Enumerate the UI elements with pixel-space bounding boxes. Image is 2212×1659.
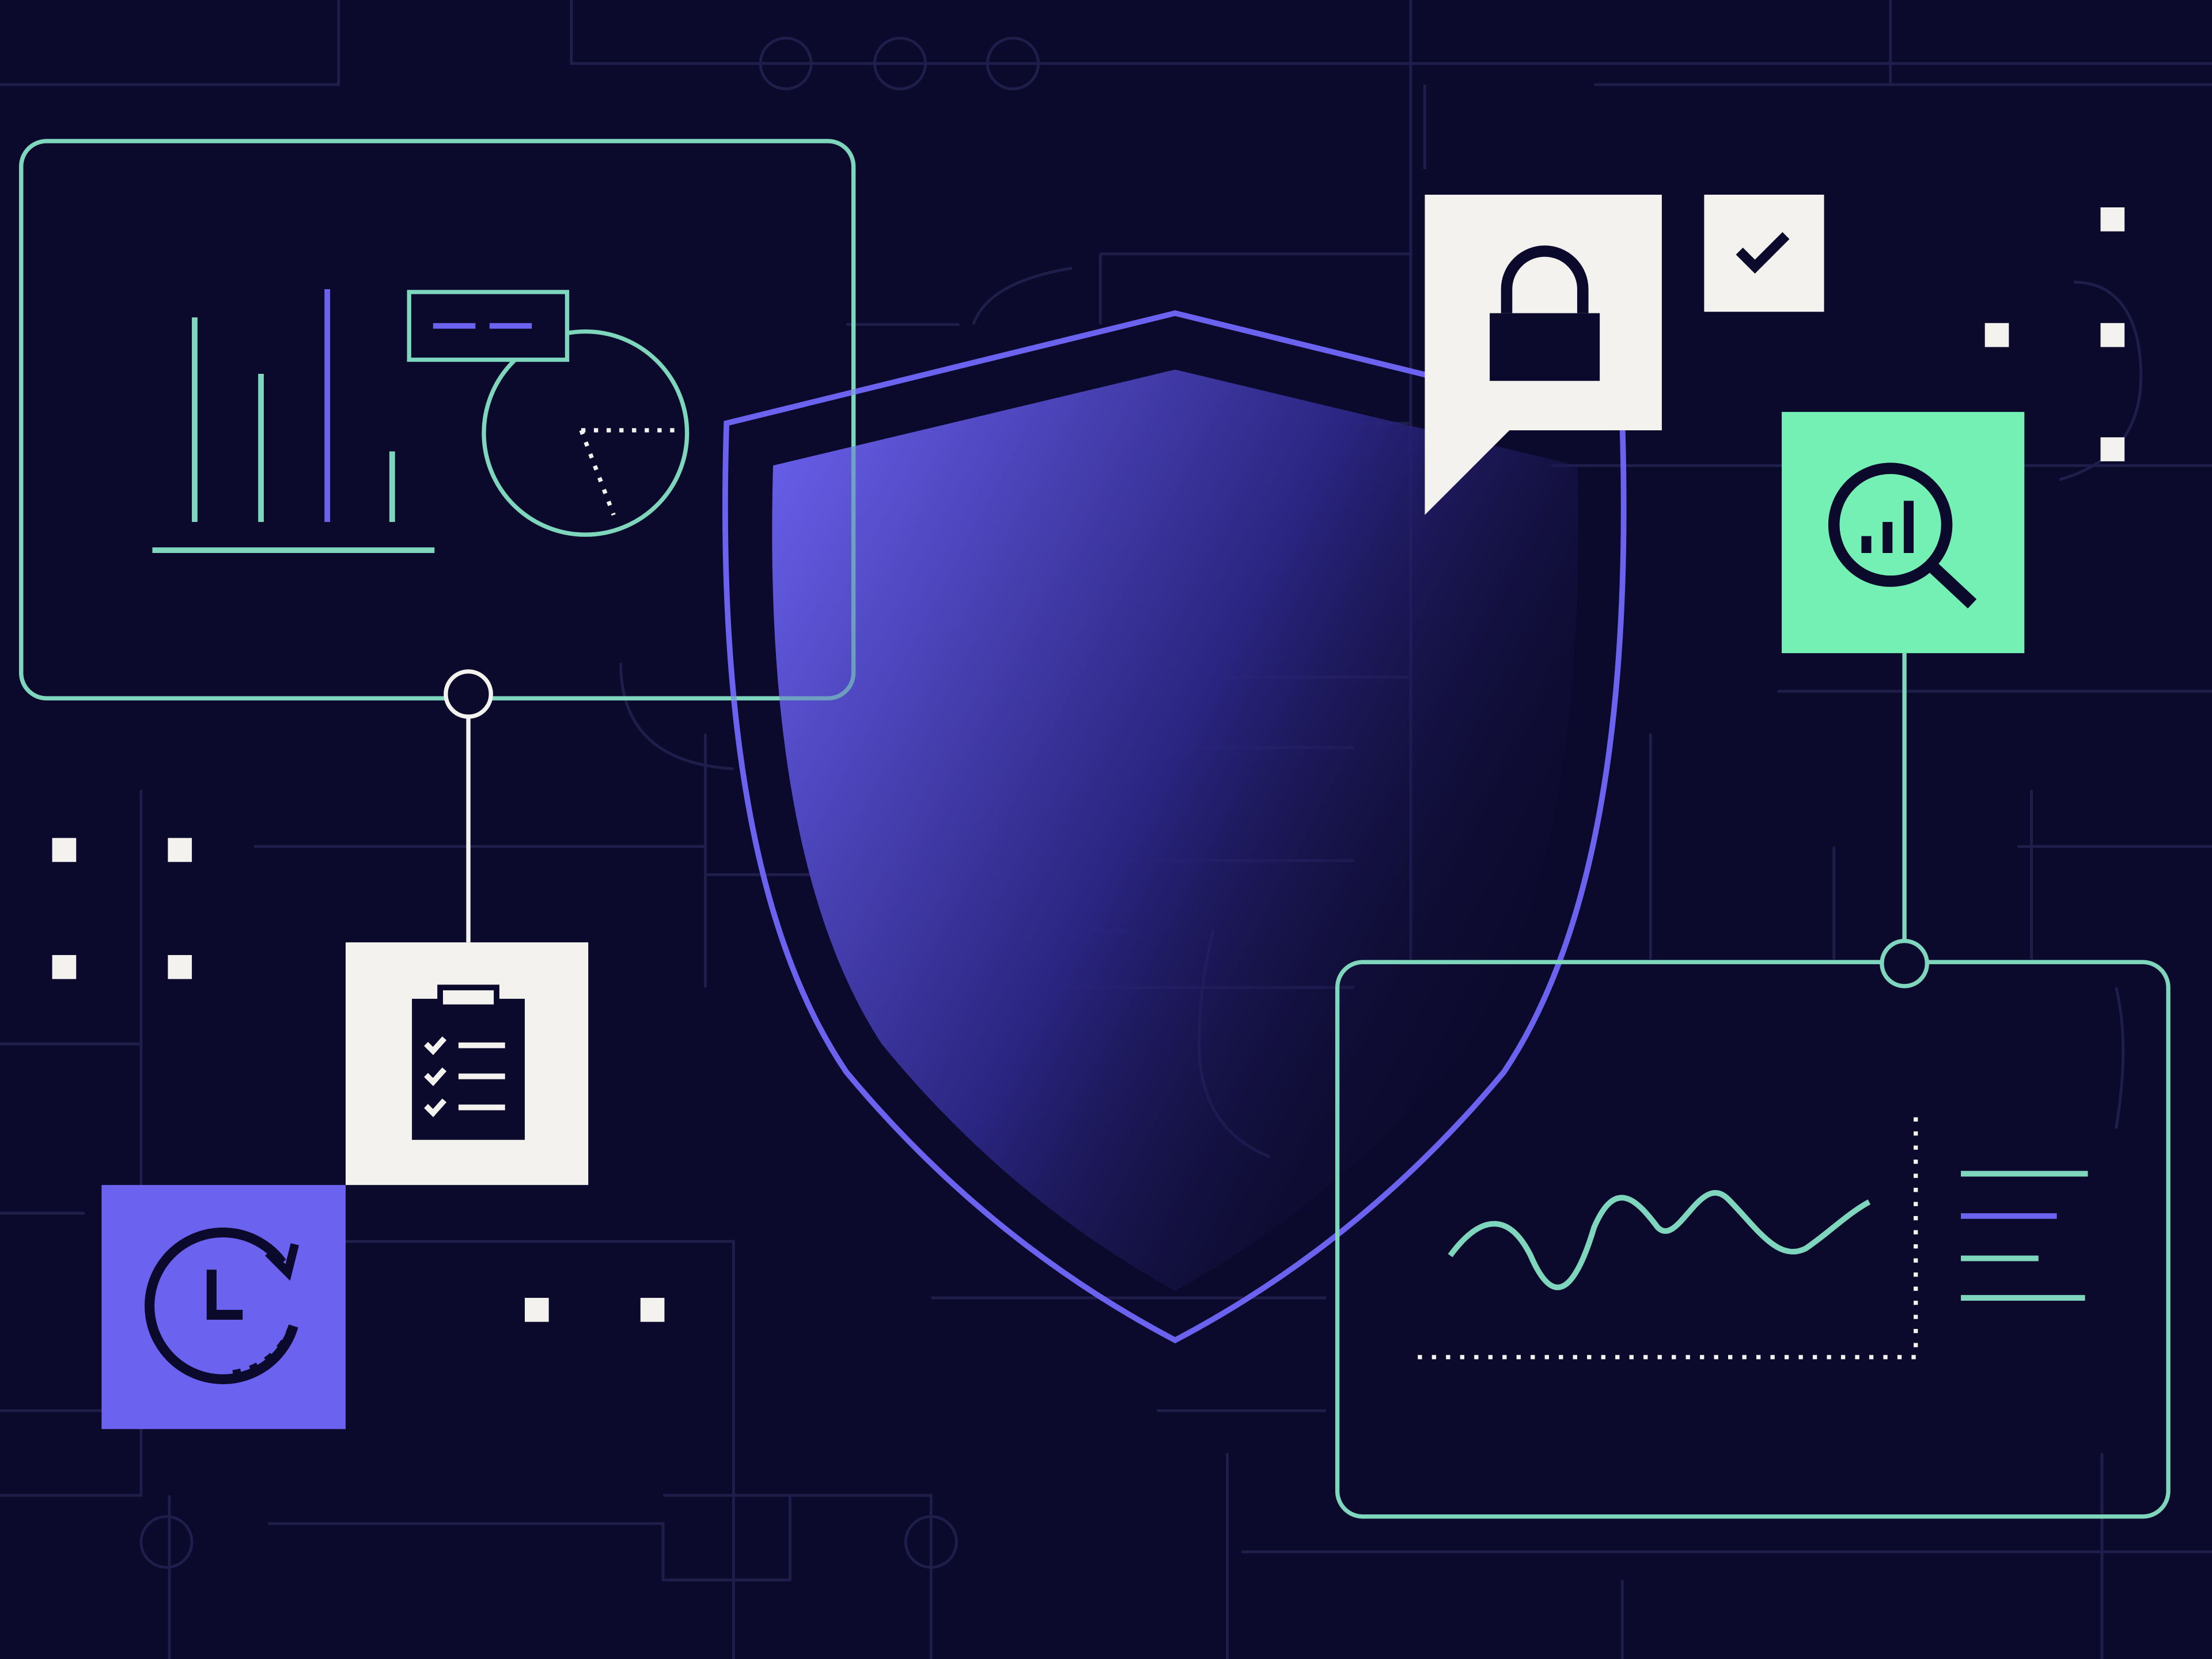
clipboard-checklist-icon	[346, 942, 589, 1185]
search-analytics-icon	[1782, 412, 2025, 653]
lock-icon	[1425, 194, 1662, 515]
decorative-dots	[52, 207, 2125, 1322]
pie-chart-icon	[482, 329, 690, 537]
waveform-chart-panel	[1335, 960, 2171, 1519]
clock-refresh-icon	[101, 1185, 346, 1429]
connector-node	[1880, 938, 1929, 988]
checkmark-icon	[1704, 194, 1824, 312]
connector-node	[444, 669, 493, 719]
shield-icon	[722, 310, 1627, 1344]
